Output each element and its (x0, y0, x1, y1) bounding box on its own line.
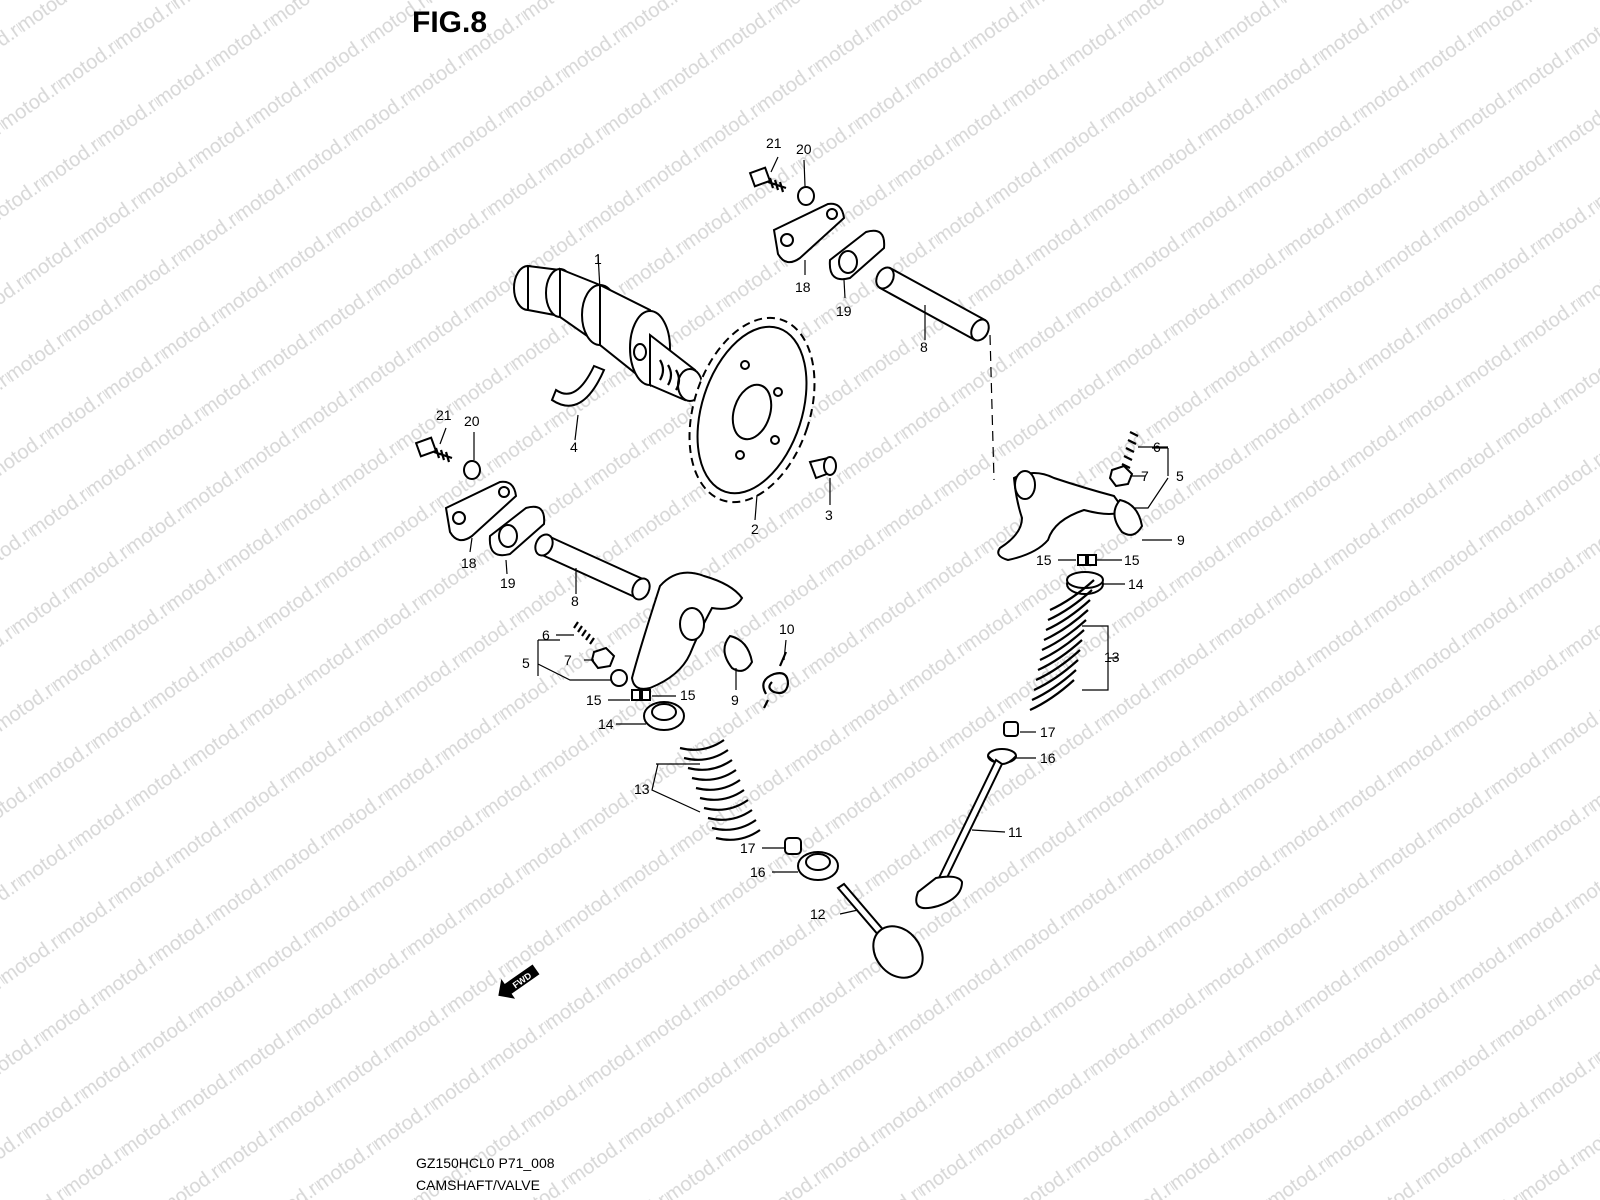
callout-8-upper: 8 (920, 339, 928, 355)
lower-gasket (488, 505, 546, 557)
lock-nut-right (1108, 464, 1134, 488)
callout-16-left: 16 (750, 864, 766, 880)
spring-seat-left (797, 851, 839, 881)
exhaust-valve (915, 758, 1004, 910)
callout-6-left: 6 (542, 627, 550, 643)
rocker-shaft-upper (875, 266, 990, 342)
callout-5-right: 5 (1176, 468, 1184, 484)
lower-bolt (414, 436, 453, 463)
cotters-right (1077, 554, 1097, 566)
spring-retainer-right (1066, 571, 1104, 595)
callout-2: 2 (751, 521, 759, 537)
callout-20-lower: 20 (464, 413, 480, 429)
callout-3: 3 (825, 507, 833, 523)
callout-12: 12 (810, 906, 826, 922)
rocker-shaft-lower (534, 533, 651, 601)
callout-21-lower: 21 (436, 407, 452, 423)
callout-17-left: 17 (740, 840, 756, 856)
callout-17-right: 17 (1040, 724, 1056, 740)
intake-valve (836, 882, 924, 979)
callout-10: 10 (779, 621, 795, 637)
spring-retainer-left (643, 701, 685, 731)
callout-18-upper: 18 (795, 279, 811, 295)
callout-21-upper: 21 (766, 135, 782, 151)
upper-bolt (748, 166, 787, 193)
callout-16-right: 16 (1040, 750, 1056, 766)
rocker-arm-left (610, 571, 744, 690)
callout-15-right-a: 15 (1036, 552, 1052, 568)
cotters-left (631, 689, 651, 701)
callout-7-left: 7 (564, 652, 572, 668)
callout-6-right: 6 (1153, 439, 1161, 455)
spring-seat-right (987, 748, 1017, 765)
callout-11: 11 (1008, 824, 1023, 840)
callout-5-left: 5 (522, 655, 530, 671)
sprocket-bolt (808, 456, 837, 480)
figure-caption: CAMSHAFT/VALVE (416, 1177, 540, 1193)
lower-washer (463, 460, 481, 480)
half-moon-seal (550, 364, 606, 407)
keeper-left (723, 634, 754, 672)
upper-holder (772, 202, 846, 264)
callout-19-upper: 19 (836, 303, 852, 319)
callout-14-right: 14 (1128, 576, 1144, 592)
callout-1: 1 (594, 251, 602, 267)
callout-18-lower: 18 (461, 555, 477, 571)
rocker-arm-right (997, 470, 1126, 562)
callout-15-left-a: 15 (586, 692, 602, 708)
valve-seal-left (784, 837, 802, 855)
callout-9-right: 9 (1177, 532, 1185, 548)
keeper-right (1113, 498, 1144, 536)
callout-20-upper: 20 (796, 141, 812, 157)
adjust-screw-right (1121, 431, 1139, 469)
valve-springs-left (679, 739, 761, 841)
figure-code: GZ150HCL0 P71_008 (416, 1155, 555, 1171)
callout-19-lower: 19 (500, 575, 516, 591)
cam-sprocket (688, 316, 816, 504)
figure-title: FIG.8 (412, 6, 487, 39)
camshaft (513, 264, 703, 402)
lower-holder (444, 480, 518, 542)
upper-gasket (828, 229, 886, 281)
adjust-screw-left (573, 621, 595, 645)
callout-9-left: 9 (731, 692, 739, 708)
callout-7-right: 7 (1141, 468, 1149, 484)
callout-13-left: 13 (634, 781, 650, 797)
callout-13-right: 13 (1104, 649, 1120, 665)
callout-8-lower: 8 (571, 593, 579, 609)
callout-15-right-b: 15 (1124, 552, 1140, 568)
callout-15-left-b: 15 (680, 687, 696, 703)
callout-4: 4 (570, 439, 578, 455)
valve-springs-right (1029, 579, 1095, 712)
valve-seal-right (1003, 721, 1019, 737)
callout-14-left: 14 (598, 716, 614, 732)
upper-washer (797, 186, 815, 206)
